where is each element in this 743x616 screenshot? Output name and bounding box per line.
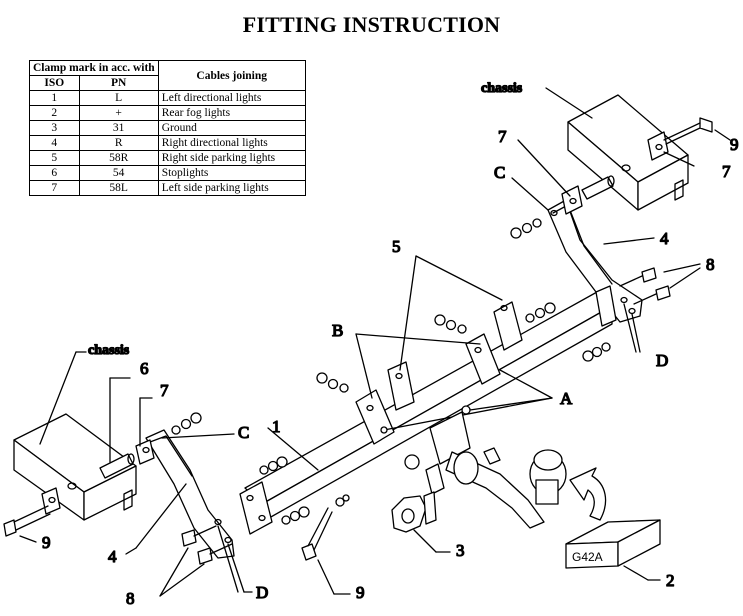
clamp-mark-header: Clamp mark in acc. with <box>29 60 159 76</box>
label-8-left: 8 <box>126 589 135 608</box>
desc-cell: Left side parking lights <box>157 180 306 196</box>
main-crossbar <box>239 285 617 535</box>
label-chassis-left: chassis <box>88 343 130 358</box>
bracket-b-right <box>465 301 523 385</box>
table-header-row: Clamp mark in acc. with Cables joining <box>29 60 306 91</box>
label-4-right: 4 <box>660 229 669 248</box>
label-7-right-a: 7 <box>498 127 507 146</box>
nuts-left <box>171 412 202 435</box>
packaging-box: G42A <box>565 519 661 569</box>
desc-cell: Stoplights <box>157 165 306 181</box>
nuts-brackets <box>316 302 556 393</box>
label-chassis-right: chassis <box>481 81 523 96</box>
label-9-right: 9 <box>730 135 739 154</box>
label-6: 6 <box>140 359 149 378</box>
label-4-left: 4 <box>108 547 117 566</box>
spacer-right <box>581 175 615 200</box>
bolts-left <box>181 525 233 565</box>
label-7-right-b: 7 <box>722 162 731 181</box>
bolt-right <box>663 117 713 145</box>
label-3: 3 <box>456 541 465 560</box>
label-2: 2 <box>666 571 675 590</box>
cables-joining-header: Cables joining <box>157 60 306 91</box>
desc-cell: Rear fog lights <box>157 105 306 121</box>
bolt-bottom <box>301 494 350 561</box>
table-subheader-row: ISO PN <box>29 75 306 91</box>
nuts-crossbar-left <box>259 456 310 525</box>
pn-cell: 58L <box>78 180 159 196</box>
cable-joining-table: Clamp mark in acc. with Cables joining I… <box>29 60 306 196</box>
label-a: A <box>560 389 573 408</box>
label-c-left: C <box>238 423 249 442</box>
label-c-right: C <box>494 163 505 182</box>
arrow-icon <box>569 467 607 521</box>
chassis-right <box>567 94 689 211</box>
bolts-right <box>619 267 671 305</box>
label-7-left: 7 <box>160 381 169 400</box>
label-5: 5 <box>392 237 401 256</box>
socket-plate <box>391 491 437 533</box>
page-title: FITTING INSTRUCTION <box>242 12 501 37</box>
bolt-left <box>3 505 51 537</box>
label-9-bottom: 9 <box>356 583 365 602</box>
label-8-right: 8 <box>706 255 715 274</box>
label-b: B <box>332 321 343 340</box>
nuts-d-right <box>582 342 611 362</box>
table-row: 2+Rear fog lights <box>29 105 306 121</box>
label-d-right: D <box>656 351 668 370</box>
label-1: 1 <box>272 417 281 436</box>
desc-cell: Ground <box>157 120 306 136</box>
label-d-left: D <box>256 583 268 602</box>
label-9-left: 9 <box>42 533 51 552</box>
nuts-right <box>510 218 542 239</box>
box-code: G42A <box>572 550 603 564</box>
tow-ball <box>404 411 567 529</box>
spacer-left <box>99 453 135 479</box>
